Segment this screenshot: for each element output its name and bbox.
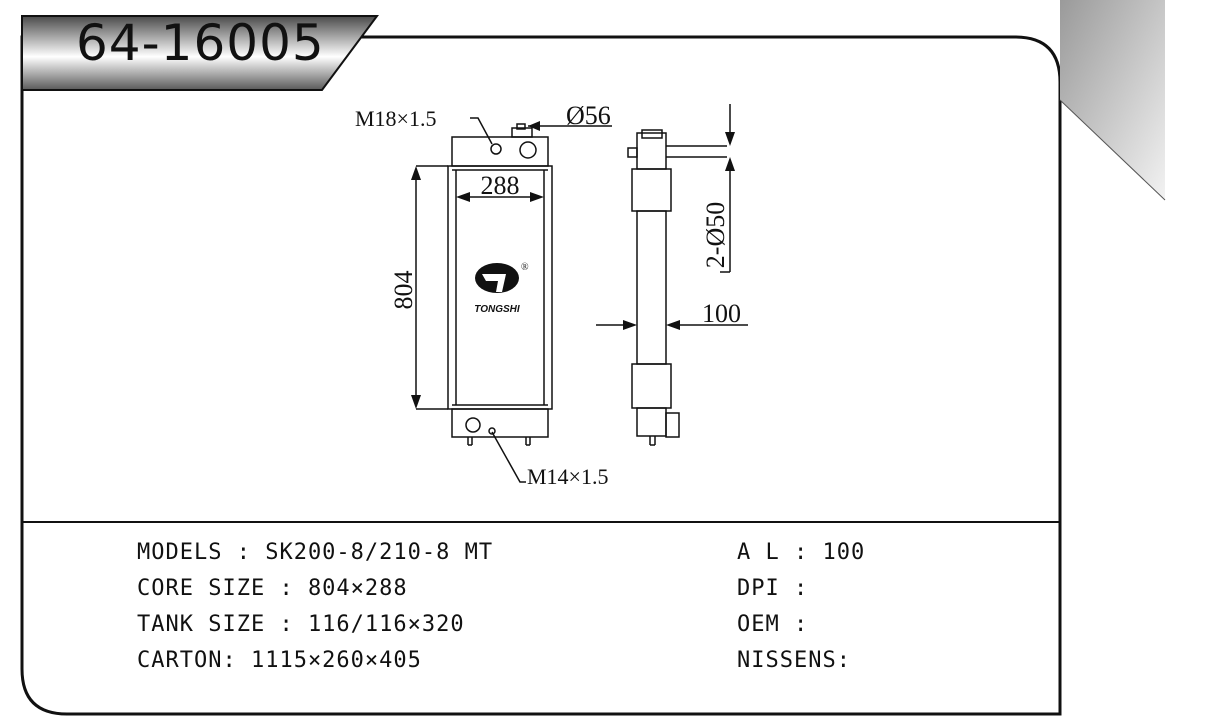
spec-dpi: DPI : <box>737 576 809 601</box>
brand-name: TONGSHI <box>474 304 520 315</box>
top-thread-label: M18×1.5 <box>355 106 436 131</box>
side-bottom-tank <box>636 407 667 437</box>
depth-label: 100 <box>702 299 741 328</box>
top-pipe-icon <box>519 141 537 159</box>
core-width-label: 288 <box>481 171 520 200</box>
spec-oem: OEM : <box>737 612 809 637</box>
spec-nissens: NISSENS: <box>737 648 851 673</box>
bottom-thread-label: M14×1.5 <box>527 464 608 489</box>
pipe-spec-label: 2-Ø50 <box>701 202 730 268</box>
top-plug-icon <box>490 143 502 155</box>
bottom-plug-icon <box>488 427 496 435</box>
page-curl <box>1060 0 1165 200</box>
spec-al: A L : 100 <box>737 540 866 565</box>
spec-tank-size: TANK SIZE : 116/116×320 <box>137 612 465 637</box>
tongshi-logo-icon <box>475 263 519 293</box>
title-banner <box>21 15 379 91</box>
spec-carton: CARTON: 1115×260×405 <box>137 648 422 673</box>
spec-models: MODELS : SK200-8/210-8 MT <box>137 540 494 565</box>
top-pipe-diameter-label: Ø56 <box>566 101 611 130</box>
registered-mark: ® <box>521 262 529 273</box>
core-height-label: 804 <box>389 271 418 310</box>
spec-core-size: CORE SIZE : 804×288 <box>137 576 408 601</box>
side-core <box>636 210 667 365</box>
bottom-tank <box>451 408 549 438</box>
part-number-title: 64-16005 <box>76 14 325 72</box>
bottom-pipe-icon <box>465 417 481 433</box>
